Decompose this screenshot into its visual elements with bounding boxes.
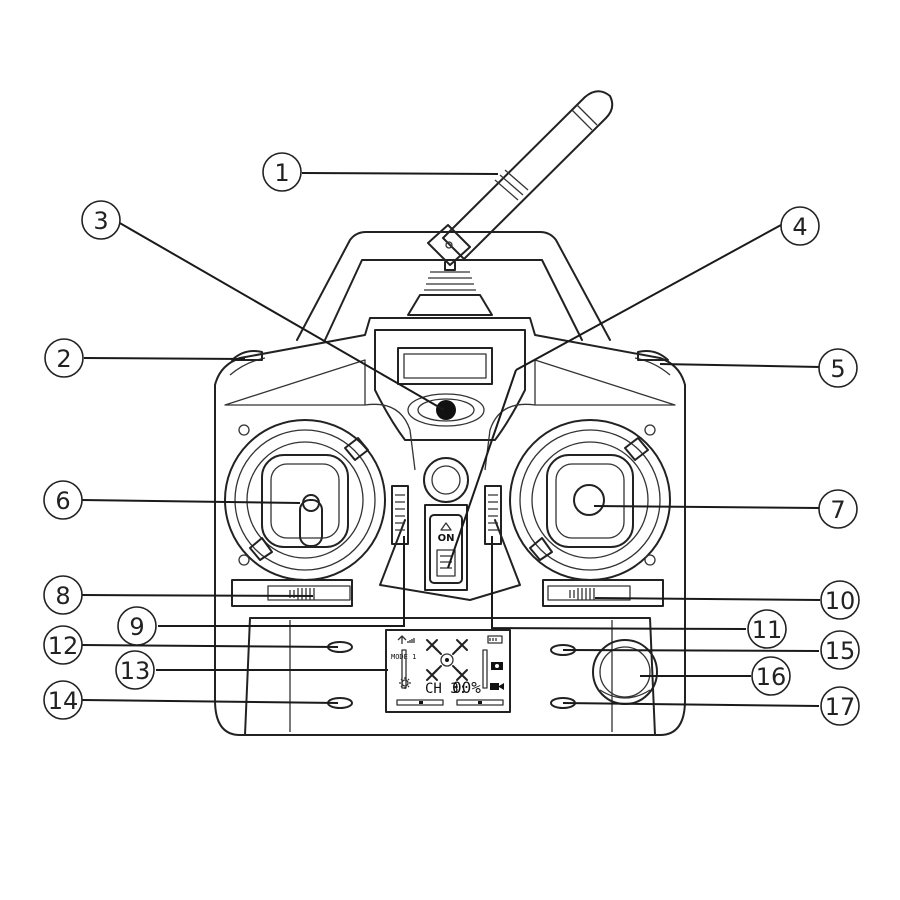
callout-13-label: 13 [120,657,151,685]
callout-11: 11 [747,609,787,649]
callout-15-label: 15 [825,637,856,665]
callout-7-label: 7 [830,496,845,524]
callout-5-label: 5 [830,355,845,383]
top-display-window [397,347,493,385]
callout-15: 15 [820,630,860,670]
camera-icon [491,662,503,670]
left-gimbal [224,419,386,581]
power-indicator-led [436,400,456,420]
lcd-screen: MODE 1 CH 3: 00% [385,629,511,713]
callout-7: 7 [818,489,858,529]
callout-1: 1 [262,152,302,192]
transmitter-body [214,317,686,736]
antenna [407,90,614,316]
callout-12-label: 12 [48,632,79,660]
callout-4: 4 [780,206,820,246]
video-icon [490,683,504,690]
carry-handle [296,231,611,341]
callout-2: 2 [44,338,84,378]
callout-12: 12 [43,625,83,665]
callout-6-label: 6 [55,487,70,515]
callout-11-label: 11 [752,616,783,644]
light-icon [399,677,411,689]
callout-8: 8 [43,575,83,615]
callout-14: 14 [43,680,83,720]
callout-2-label: 2 [56,345,71,373]
battery-icon [487,635,503,644]
callout-14-label: 14 [48,687,79,715]
left-control-stick[interactable] [299,494,323,547]
callout-16-label: 16 [756,663,787,691]
signal-icon [397,635,407,644]
callout-9: 9 [117,606,157,646]
callout-3-label: 3 [93,207,108,235]
right-shoulder-button [637,350,669,361]
callout-5: 5 [818,348,858,388]
drone-icon [426,639,468,681]
callout-10: 10 [820,580,860,620]
callout-9-label: 9 [129,613,144,641]
left-shoulder-button [231,350,263,361]
callout-16: 16 [751,656,791,696]
lcd-value-text: 00% [452,678,481,697]
leader-lines [81,172,821,707]
callout-3: 3 [81,200,121,240]
right-control-stick[interactable] [573,484,605,516]
lower-panel [244,617,658,736]
left-horizontal-trim[interactable] [231,579,353,607]
callout-4-label: 4 [792,213,807,241]
callout-17-label: 17 [825,693,856,721]
callout-13: 13 [115,650,155,690]
lcd-channel-text: CH 3: [425,681,467,697]
callout-1-label: 1 [274,159,289,187]
center-column: ON [379,457,521,601]
callout-10-label: 10 [825,587,856,615]
lcd-mode-text: MODE 1 [391,653,416,661]
right-gimbal [509,419,671,581]
callout-17: 17 [820,686,860,726]
power-switch[interactable]: ON [429,514,463,584]
left-vertical-trim[interactable] [391,485,409,545]
power-switch-label: ON [438,533,455,544]
callout-8-label: 8 [55,582,70,610]
right-horizontal-trim[interactable] [542,579,664,607]
callout-6: 6 [43,480,83,520]
